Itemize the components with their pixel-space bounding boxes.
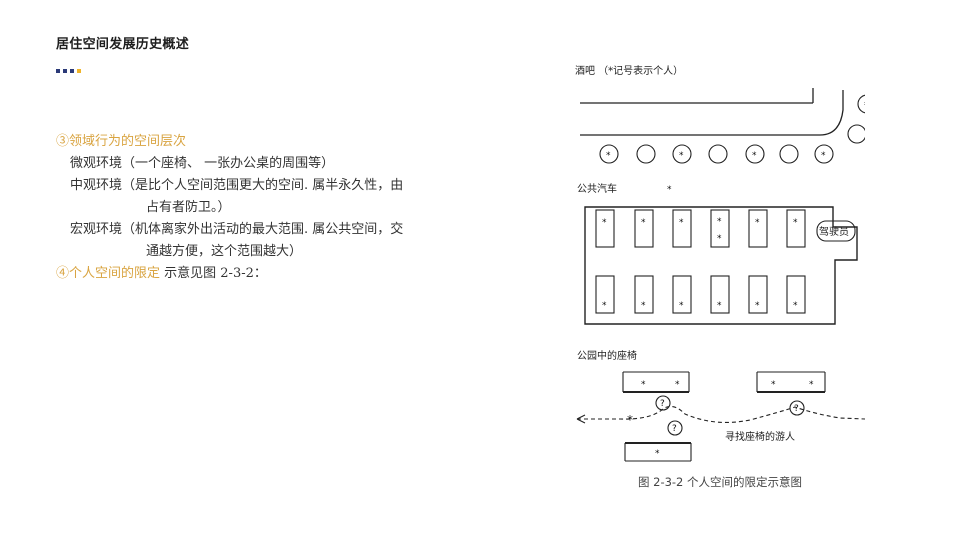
page-title: 居住空间发展历史概述 bbox=[56, 37, 190, 52]
person-star: * bbox=[641, 218, 646, 228]
bus-seat bbox=[672, 209, 692, 248]
bus-seat bbox=[634, 209, 654, 248]
person-star: * bbox=[755, 301, 760, 311]
section3-heading: ③领域行为的空间层次 bbox=[56, 134, 187, 149]
visitor-mark: ? bbox=[672, 424, 677, 434]
bus-seat bbox=[748, 275, 768, 314]
bar-stool bbox=[745, 144, 765, 164]
person-star: * bbox=[655, 449, 660, 459]
bar-stool bbox=[857, 94, 865, 114]
park-bench: * * bbox=[756, 371, 826, 393]
bar-stool bbox=[636, 144, 656, 164]
person-star: * bbox=[717, 301, 722, 311]
bus-seat bbox=[786, 275, 806, 314]
bus-seat bbox=[710, 275, 730, 314]
bar-stool bbox=[847, 124, 865, 144]
bar-stool bbox=[599, 144, 619, 164]
arrow-head bbox=[576, 414, 586, 424]
figure-caption: 图 2-3-2 个人空间的限定示意图 bbox=[637, 475, 803, 489]
visitor-circle bbox=[789, 400, 805, 416]
title-decoration-dots bbox=[56, 69, 81, 73]
bar-stools-row: * * * * bbox=[599, 144, 834, 164]
bus-seats-bottom: * * * * * * bbox=[595, 275, 806, 314]
section4-text: 示意见图 2-3-2： bbox=[160, 266, 267, 281]
person-star: * bbox=[717, 217, 722, 227]
bar-stool bbox=[779, 144, 799, 164]
bus-outline bbox=[584, 206, 858, 325]
decor-dot bbox=[63, 69, 67, 73]
decor-dot bbox=[77, 69, 81, 73]
person-star: * bbox=[675, 380, 680, 390]
person-star: * bbox=[755, 218, 760, 228]
person-star: * bbox=[602, 218, 607, 228]
person-star: * bbox=[793, 218, 798, 228]
visitor-mark: ? bbox=[660, 399, 665, 409]
person-star: * bbox=[793, 301, 798, 311]
section4-line: ④个人空间的限定 示意见图 2-3-2： bbox=[56, 263, 526, 285]
meso-environment-line2: 占有者防卫。） bbox=[146, 200, 231, 215]
visitor-mark: ? bbox=[794, 404, 799, 414]
meso-environment-line1: 中观环境（是比个人空间范围更大的空间. 属半永久性，由 bbox=[70, 178, 404, 193]
bus-seat bbox=[595, 275, 615, 314]
figure-illustration: 酒吧 （*记号表示个人） * * * * * 公共汽车 * * * bbox=[575, 64, 865, 462]
visitor-star: * bbox=[627, 413, 633, 427]
decor-dot bbox=[70, 69, 74, 73]
person-star: * bbox=[606, 151, 611, 161]
person-star: * bbox=[679, 301, 684, 311]
legend-star: * bbox=[667, 185, 672, 195]
visitor-circle bbox=[667, 420, 683, 436]
person-star: * bbox=[771, 380, 776, 390]
visitor-label: 寻找座椅的游人 bbox=[725, 430, 795, 443]
person-star: * bbox=[809, 380, 814, 390]
macro-environment-line2: 通越方便，这个范围越大） bbox=[146, 244, 303, 259]
visitor-path bbox=[577, 405, 865, 423]
bus-seat bbox=[634, 275, 654, 314]
decor-dot bbox=[56, 69, 60, 73]
person-star: * bbox=[641, 301, 646, 311]
personal-space-figure: 酒吧 （*记号表示个人） * * * * * 公共汽车 * * * bbox=[575, 62, 865, 502]
person-star: * bbox=[602, 301, 607, 311]
section4-heading: ④个人空间的限定 bbox=[56, 266, 161, 281]
bus-seat bbox=[786, 209, 806, 248]
person-star: * bbox=[821, 151, 826, 161]
person-star: * bbox=[717, 234, 722, 244]
person-star: * bbox=[679, 151, 684, 161]
park-bench: * * bbox=[622, 371, 690, 393]
park-label: 公园中的座椅 bbox=[577, 349, 637, 362]
bar-stool bbox=[672, 144, 692, 164]
park-bench: * bbox=[624, 442, 692, 462]
person-star: * bbox=[864, 101, 865, 111]
bar-stool bbox=[814, 144, 834, 164]
bus-seat bbox=[710, 209, 730, 248]
bar-label: 酒吧 （*记号表示个人） bbox=[575, 64, 683, 77]
bus-seats-top: * * * * * * * bbox=[595, 209, 806, 248]
bus-seat bbox=[595, 209, 615, 248]
person-star: * bbox=[641, 380, 646, 390]
driver-label: 驾驶员 bbox=[819, 225, 849, 238]
person-star: * bbox=[752, 151, 757, 161]
body-text: ③领域行为的空间层次 微观环境（一个座椅、 一张办公桌的周围等） 中观环境（是比… bbox=[56, 131, 526, 285]
macro-environment-line1: 宏观环境（机体离家外出活动的最大范围. 属公共空间，交 bbox=[70, 222, 404, 237]
bus-seat bbox=[748, 209, 768, 248]
micro-environment: 微观环境（一个座椅、 一张办公桌的周围等） bbox=[70, 156, 335, 171]
person-star: * bbox=[679, 218, 684, 228]
bar-counter-front bbox=[580, 90, 844, 136]
bar-stool bbox=[708, 144, 728, 164]
bus-label: 公共汽车 bbox=[577, 182, 617, 195]
visitor-circle bbox=[655, 395, 671, 411]
driver-seat bbox=[816, 220, 856, 242]
bus-seat bbox=[672, 275, 692, 314]
